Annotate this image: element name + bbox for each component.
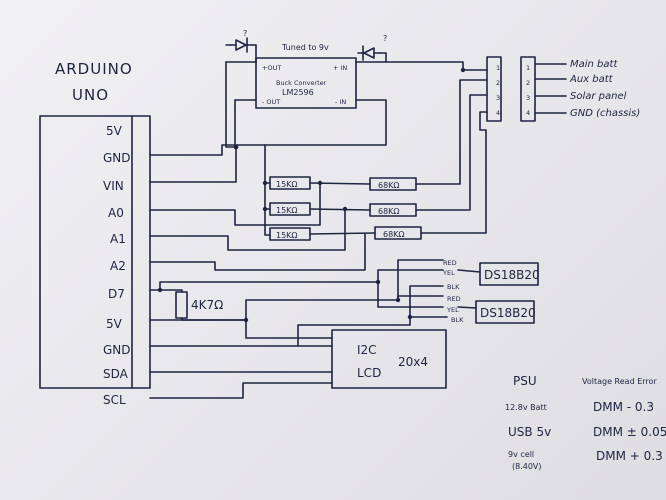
terminal-pin-3: 3 bbox=[526, 94, 530, 102]
buck-out-neg: - OUT bbox=[262, 98, 280, 106]
buck-note: Tuned to 9v bbox=[281, 43, 329, 52]
wire-label-red: RED bbox=[447, 295, 461, 303]
pin-a2: A2 bbox=[110, 259, 126, 273]
terminal-pin-2: 2 bbox=[526, 79, 530, 87]
board-subtitle: UNO bbox=[72, 86, 109, 104]
label-aux-batt: Aux batt bbox=[569, 74, 614, 85]
lcd-outline bbox=[331, 329, 447, 389]
pin-5v-2: 5V bbox=[106, 317, 123, 331]
pullup-resistor: 4K7Ω bbox=[175, 291, 223, 319]
buck-converter: Tuned to 9v +OUT + IN Buck Converter LM2… bbox=[230, 29, 387, 109]
lcd-size: 20x4 bbox=[398, 355, 428, 369]
pin-a0: A0 bbox=[108, 206, 124, 220]
diode-question-mark: ? bbox=[243, 29, 247, 38]
wire-label-yel: YEL bbox=[442, 269, 455, 277]
pin-gnd-2: GND bbox=[103, 343, 131, 357]
terminal-block-left bbox=[486, 56, 502, 122]
board-outline bbox=[39, 115, 151, 389]
voltage-error-table: PSU Voltage Read Error 12.8v Batt DMM - … bbox=[505, 374, 666, 471]
row-error: DMM - 0.3 bbox=[593, 400, 654, 414]
lcd-module: I2C LCD 20x4 bbox=[331, 329, 447, 389]
table-head-error: Voltage Read Error bbox=[582, 377, 657, 386]
voltage-dividers: 15KΩ 68KΩ 15KΩ 68KΩ 15KΩ 68KΩ bbox=[269, 176, 422, 241]
buck-in-pos: + IN bbox=[333, 64, 347, 72]
row-psu: USB 5v bbox=[508, 425, 551, 439]
pullup-value: 4K7Ω bbox=[191, 298, 223, 312]
sensor-2-label: DS18B20 bbox=[480, 306, 536, 320]
terminal-pin-1: 1 bbox=[526, 64, 530, 72]
board-title: ARDUINO bbox=[55, 60, 133, 78]
wire-label-blk: BLK bbox=[451, 316, 464, 324]
lcd-line2: LCD bbox=[357, 366, 381, 380]
diode-icon bbox=[230, 37, 253, 53]
pin-vin: VIN bbox=[103, 179, 124, 193]
terminal-pin-4: 4 bbox=[496, 109, 500, 117]
pin-a1: A1 bbox=[110, 232, 126, 246]
table-head-psu: PSU bbox=[513, 374, 537, 388]
buck-out-pos: +OUT bbox=[262, 64, 281, 72]
diode-question-mark: ? bbox=[383, 34, 387, 43]
sensor-2 bbox=[475, 300, 535, 324]
pullup-body bbox=[175, 291, 188, 319]
pin-gnd: GND bbox=[103, 151, 131, 165]
row-error: DMM ± 0.05 bbox=[593, 425, 666, 439]
arduino-board: ARDUINO UNO 5V GND VIN A0 A1 A2 D7 5V GN… bbox=[39, 60, 151, 407]
row-psu: 12.8v Batt bbox=[505, 403, 547, 412]
buck-name: Buck Converter bbox=[276, 79, 327, 87]
sensor-1-label: DS18B20 bbox=[484, 268, 540, 282]
lcd-line1: I2C bbox=[357, 343, 377, 357]
junction-dots bbox=[157, 67, 466, 323]
label-solar-panel: Solar panel bbox=[570, 91, 627, 102]
buck-part: LM2596 bbox=[282, 88, 314, 97]
terminal-pin-1: 1 bbox=[496, 64, 500, 72]
wiring bbox=[149, 44, 488, 399]
diode-icon bbox=[357, 45, 381, 61]
terminal-pin-2: 2 bbox=[496, 79, 500, 87]
wire-label-yel: YEL bbox=[446, 306, 459, 314]
buck-in-neg: - IN bbox=[335, 98, 346, 106]
screw-terminal: 1 2 3 4 1 2 3 4 Main batt Aux batt Solar… bbox=[486, 56, 640, 122]
row-psu-note: (8.40V) bbox=[512, 462, 542, 471]
pin-scl: SCL bbox=[103, 393, 126, 407]
pin-d7: D7 bbox=[108, 287, 125, 301]
resistor-low-value: 15KΩ bbox=[276, 180, 298, 189]
wire-label-red: RED bbox=[443, 259, 457, 267]
terminal-pin-3: 3 bbox=[496, 94, 500, 102]
temperature-sensors: DS18B20 DS18B20 RED YEL BLK RED YEL BLK bbox=[442, 259, 540, 324]
pin-sda: SDA bbox=[103, 367, 129, 381]
resistor-low-value: 15KΩ bbox=[276, 231, 298, 240]
resistor-high-value: 68KΩ bbox=[378, 207, 400, 216]
resistor-low-value: 15KΩ bbox=[276, 206, 298, 215]
row-psu: 9v cell bbox=[508, 450, 534, 459]
wire-label-blk: BLK bbox=[447, 283, 460, 291]
sensor-1 bbox=[479, 262, 539, 286]
resistor-high-value: 68KΩ bbox=[378, 181, 400, 190]
resistor-high-value: 68KΩ bbox=[383, 230, 405, 239]
buck-outline bbox=[255, 57, 357, 109]
terminal-pin-4: 4 bbox=[526, 109, 530, 117]
terminal-block-right bbox=[520, 56, 536, 122]
label-gnd-chassis: GND (chassis) bbox=[570, 108, 640, 119]
row-error: DMM + 0.3 bbox=[596, 449, 663, 463]
pin-5v: 5V bbox=[106, 124, 123, 138]
label-main-batt: Main batt bbox=[570, 59, 618, 70]
